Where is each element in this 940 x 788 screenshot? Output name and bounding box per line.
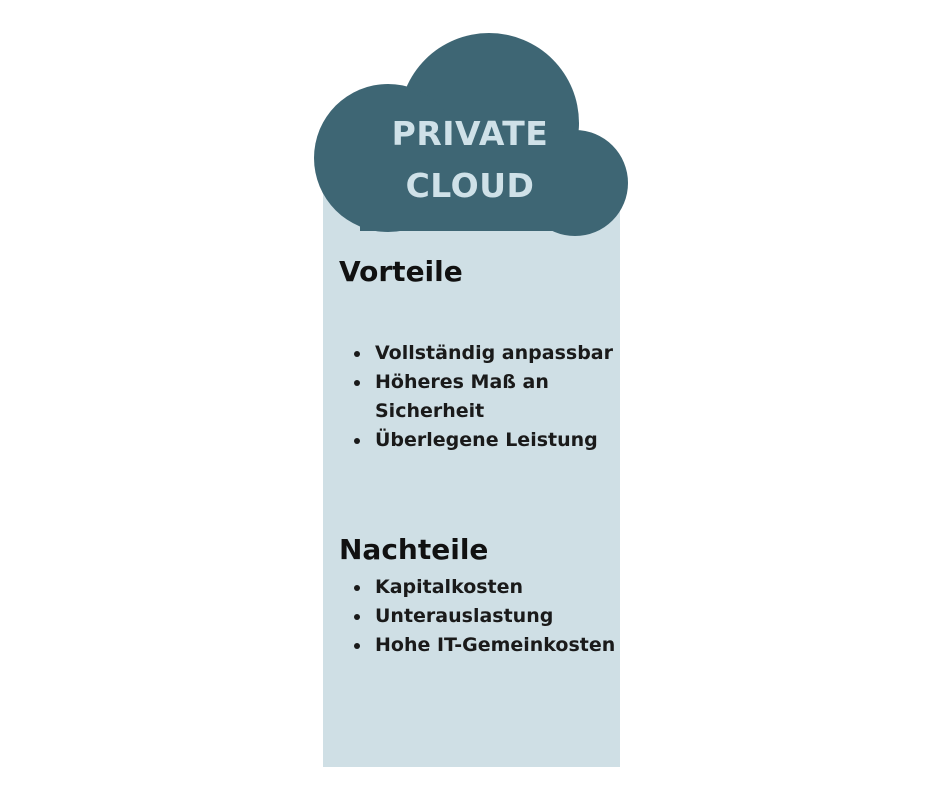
list-item-text: Hohe IT-Gemeinkosten (375, 634, 616, 656)
list-item-text: Kapitalkosten (375, 576, 524, 598)
list-item: Hohe IT-Gemeinkosten (354, 631, 635, 660)
list-item: Vollständig anpassbar (354, 339, 635, 368)
info-panel (323, 190, 620, 767)
list-item-text: Unterauslastung (375, 605, 554, 627)
list-item: Unterauslastung (354, 602, 635, 631)
cloud-title-line2: CLOUD (405, 166, 535, 205)
list-item: Höheres Maß an Sicherheit (354, 368, 635, 426)
bullet-icon (354, 380, 360, 386)
list-item: Kapitalkosten (354, 573, 635, 602)
cons-heading: Nachteile (339, 533, 489, 566)
cons-list: Kapitalkosten Unterauslastung Hohe IT-Ge… (339, 573, 635, 660)
cloud-title: PRIVATE CLOUD (370, 108, 570, 212)
pros-heading: Vorteile (339, 255, 463, 288)
bullet-icon (354, 438, 360, 444)
list-item: Überlegene Leistung (354, 426, 635, 455)
bullet-icon (354, 351, 360, 357)
bullet-icon (354, 585, 360, 591)
bullet-icon (354, 614, 360, 620)
cloud-title-line1: PRIVATE (391, 114, 549, 153)
list-item-text: Überlegene Leistung (375, 429, 598, 451)
list-item-text: Vollständig anpassbar (375, 342, 613, 364)
pros-list: Vollständig anpassbar Höheres Maß an Sic… (339, 339, 635, 455)
list-item-text: Höheres Maß an Sicherheit (375, 371, 549, 422)
bullet-icon (354, 643, 360, 649)
